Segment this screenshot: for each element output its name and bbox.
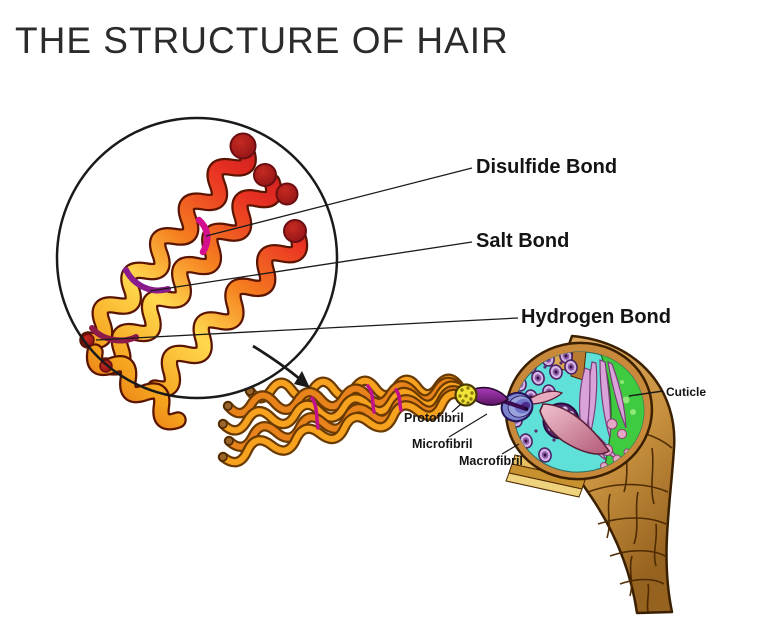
fibril-bundle	[217, 373, 472, 468]
label-disulfide-bond: Disulfide Bond	[476, 156, 618, 178]
page-title: THE STRUCTURE OF HAIR	[15, 20, 509, 61]
cuticle-scale-lines	[587, 428, 673, 613]
hair-cross-section	[500, 341, 654, 481]
disulfide-pointer-line	[205, 167, 473, 237]
macrofibril-cylinder	[500, 391, 534, 423]
fibril-bond-links	[310, 384, 403, 430]
pointer-lines	[95, 167, 664, 455]
hydrogen-pointer-line	[95, 317, 519, 341]
macrofibril-pointer-line	[501, 443, 520, 455]
macrofibril-horn	[539, 403, 611, 455]
macrofibril-cone-small	[527, 390, 564, 405]
label-macrofibril: Macrofibril	[459, 454, 523, 468]
label-hydrogen-bond: Hydrogen Bond	[521, 306, 671, 328]
label-microfibril: Microfibril	[412, 437, 473, 451]
protofibril-cross-section	[454, 383, 478, 407]
salt-pointer-line	[149, 241, 473, 292]
microfibril-cone	[473, 386, 510, 406]
label-salt-bond: Salt Bond	[476, 230, 570, 252]
protofibril-pointer-line	[451, 403, 462, 413]
microfibril-rod	[500, 398, 528, 411]
microfibril-pointer-line	[448, 413, 488, 438]
zoom-arrow-icon	[252, 344, 310, 388]
label-cuticle: Cuticle	[666, 385, 707, 399]
label-protofibril: Protofibril	[404, 411, 464, 425]
magnifier-circle	[55, 116, 339, 431]
cuticle-pointer-line	[628, 390, 664, 397]
